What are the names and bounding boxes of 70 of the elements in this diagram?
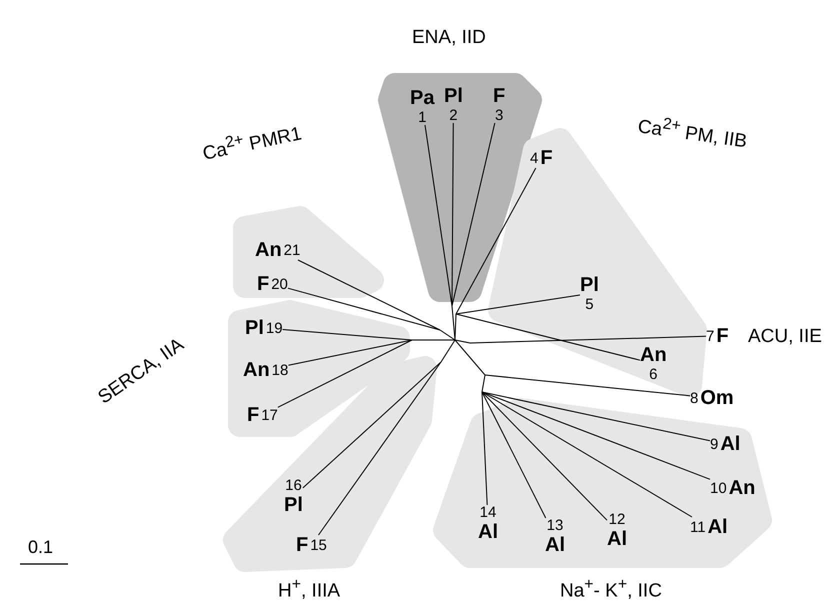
taxon-code: Al xyxy=(478,522,498,542)
sequence-number: 15 xyxy=(310,538,327,552)
taxon-code: Pa xyxy=(410,88,434,108)
sequence-number: 12 xyxy=(608,512,626,527)
tree-branch xyxy=(484,374,690,396)
taxon-code: Al xyxy=(708,517,728,537)
tree-branch xyxy=(282,329,412,340)
tree-branch xyxy=(482,392,710,442)
clade-heading: Ca$^{2+}$ PMR1 xyxy=(200,122,304,166)
tree-branch xyxy=(318,362,442,536)
sequence-number: 3 xyxy=(494,108,504,123)
sequence-number: 20 xyxy=(271,276,288,292)
sequence-number: 19 xyxy=(266,320,283,336)
sequence-number: 7 xyxy=(706,328,714,344)
sequence-number: 17 xyxy=(261,408,278,422)
clade-heading: ENA, IID xyxy=(412,28,486,49)
sequence-number: 1 xyxy=(418,110,426,125)
taxon-code: F xyxy=(540,148,553,168)
tree-branch xyxy=(482,392,608,521)
tree-branch xyxy=(452,122,454,306)
taxon-code: An xyxy=(255,240,282,260)
sequence-number: 5 xyxy=(585,297,594,312)
taxon-code: An xyxy=(640,345,667,365)
sequence-number: 13 xyxy=(546,518,564,533)
taxon-code: An xyxy=(243,360,270,380)
taxon-code: F xyxy=(247,405,260,425)
taxon-code: Pl xyxy=(580,275,599,295)
tree-branch xyxy=(482,392,546,518)
sequence-number: 14 xyxy=(480,505,496,520)
tree-branch xyxy=(452,122,496,306)
tree-branch xyxy=(277,340,412,408)
taxon-code: Pl xyxy=(444,86,463,106)
tree-branch xyxy=(424,124,452,306)
taxon-code: F xyxy=(296,535,308,555)
sequence-number: 8 xyxy=(690,390,698,406)
sequence-number: 18 xyxy=(272,362,288,378)
sequence-number: 10 xyxy=(710,480,727,496)
sequence-number: 21 xyxy=(284,242,300,258)
tree-branch xyxy=(456,314,640,361)
tree-branch xyxy=(456,294,580,314)
scale-value: 0.1 xyxy=(28,537,54,558)
clade-heading: Na$^{+}$- K$^{+}$, IIC xyxy=(560,576,662,601)
tree-branch xyxy=(482,392,488,506)
sequence-number: 4 xyxy=(530,150,538,166)
taxon-code: Om xyxy=(700,388,734,408)
tree-branch xyxy=(482,392,710,480)
taxon-code: F xyxy=(493,86,506,106)
clade-heading: H$^{+}$, IIIA xyxy=(278,576,340,601)
tree-branch xyxy=(456,168,536,314)
tree-branch xyxy=(298,260,440,330)
tree-branch xyxy=(287,288,440,330)
taxon-code: An xyxy=(728,478,756,498)
taxon-code: F xyxy=(257,274,270,294)
taxon-code: F xyxy=(716,326,729,346)
taxon-code: Al xyxy=(545,535,565,555)
sequence-number: 2 xyxy=(449,108,458,123)
tree-branch xyxy=(482,392,692,518)
tree-branch xyxy=(470,336,706,344)
tree-branch xyxy=(288,340,412,366)
sequence-number: 11 xyxy=(690,520,706,534)
taxon-code: Pl xyxy=(245,318,264,338)
clade-heading: Ca$^{2+}$ PM, IIB xyxy=(636,114,749,154)
sequence-number: 9 xyxy=(710,436,718,452)
taxon-code: Al xyxy=(720,434,740,454)
tree-branch xyxy=(302,362,442,488)
taxon-code: Al xyxy=(607,529,627,549)
clade-heading: ACU, IIE xyxy=(748,326,822,348)
sequence-number: 16 xyxy=(285,478,302,493)
sequence-number: 6 xyxy=(649,367,658,382)
taxon-code: Pl xyxy=(284,495,303,515)
